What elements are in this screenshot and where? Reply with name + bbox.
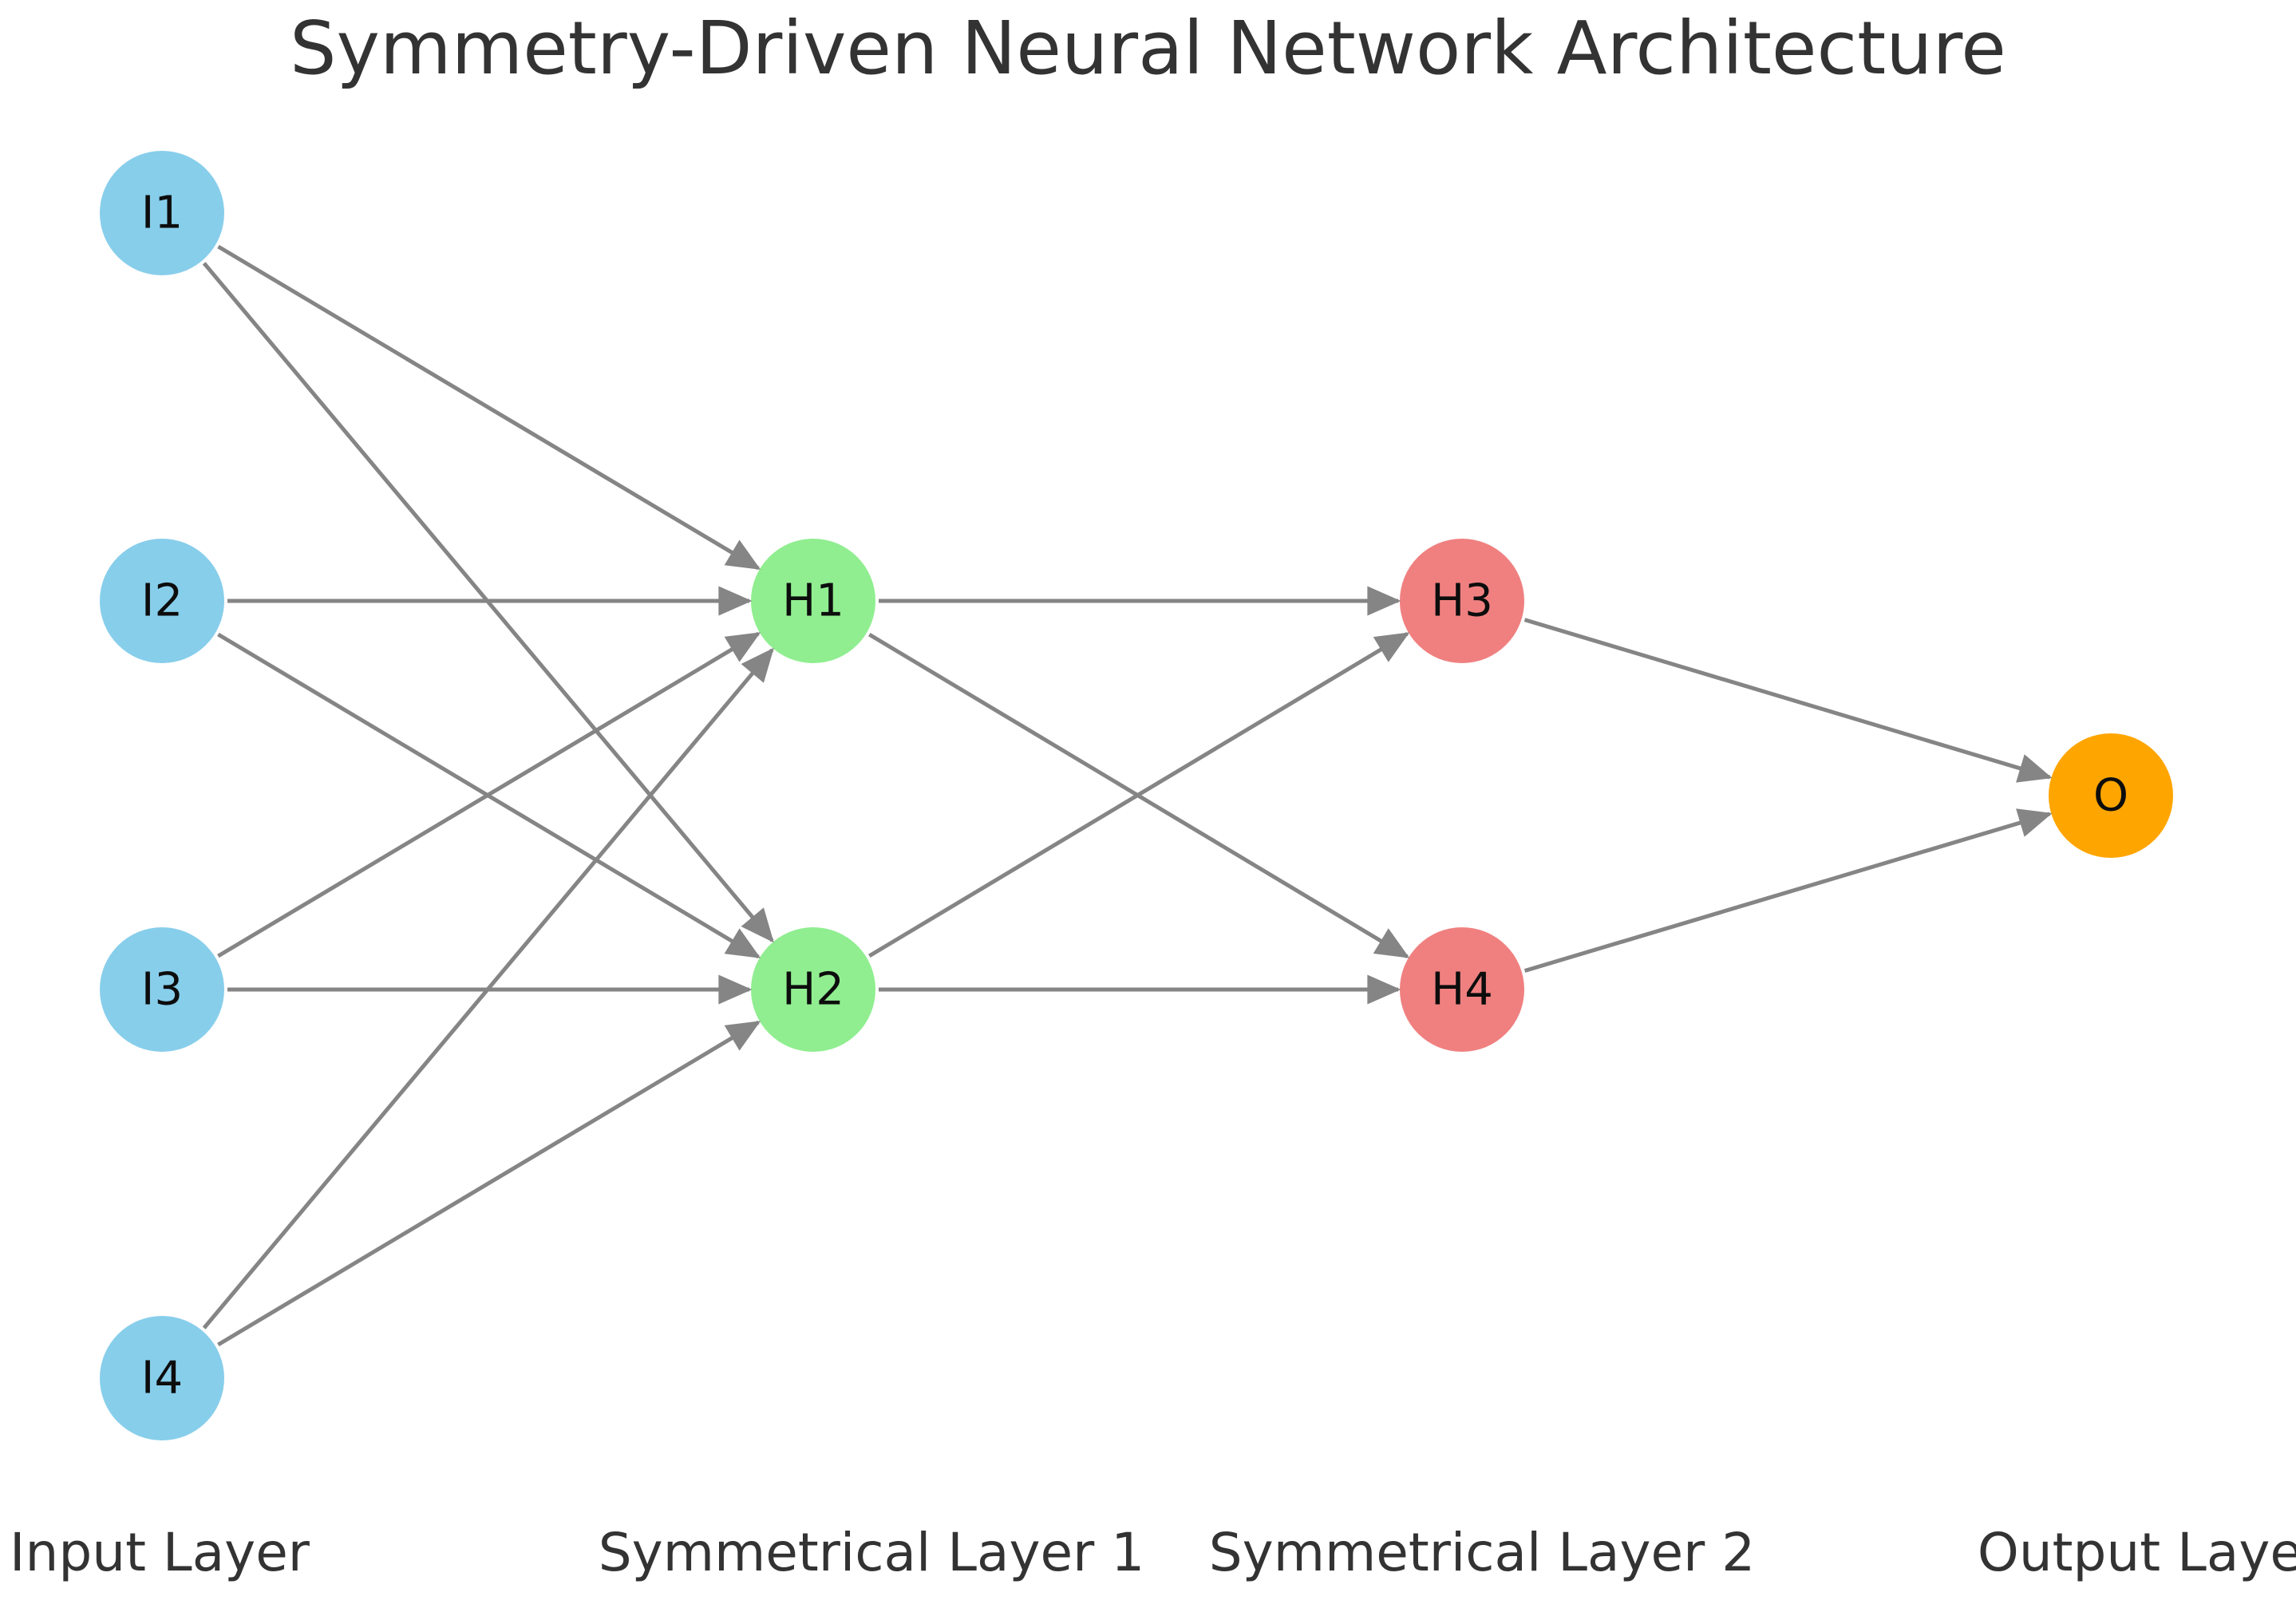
edge-H3-O [1523, 618, 2053, 783]
node-circle-I2 [100, 539, 224, 663]
node-label-H2: H2 [782, 964, 844, 1016]
node-circle-I3 [100, 927, 224, 1052]
node-label-H3: H3 [1431, 575, 1493, 627]
edge-I3-H1 [217, 631, 761, 958]
edge-I4-H2 [217, 1020, 761, 1347]
edge-I1-H1 [217, 244, 761, 571]
layer-label-symmetrical-1: Symmetrical Layer 1 [598, 1522, 1145, 1583]
node-label-I3: I3 [141, 964, 183, 1016]
node-label-O: O [2093, 770, 2128, 822]
diagram-title: Symmetry-Driven Neural Network Architect… [290, 6, 2006, 91]
layer-label-input: Input Layer [10, 1522, 310, 1583]
node-label-I2: I2 [141, 575, 183, 627]
node-circle-I4 [100, 1316, 224, 1440]
node-circle-I1 [100, 151, 224, 275]
node-circle-H1 [751, 539, 875, 663]
edge-H2-H3 [868, 631, 1410, 958]
node-circle-O [2049, 733, 2173, 858]
node-circle-H2 [751, 927, 875, 1052]
layer-label-output: Output Layer [1977, 1522, 2296, 1583]
edge-I4-H1 [202, 647, 774, 1329]
node-label-I4: I4 [141, 1353, 183, 1405]
edges-group [202, 244, 2053, 1347]
node-circle-H3 [1400, 539, 1524, 663]
node-label-H1: H1 [782, 575, 844, 627]
node-circle-H4 [1400, 927, 1524, 1052]
node-circles-group [100, 151, 2173, 1440]
node-label-H4: H4 [1431, 964, 1493, 1016]
node-label-I1: I1 [141, 188, 183, 239]
edge-H4-O [1523, 808, 2053, 973]
layer-label-symmetrical-2: Symmetrical Layer 2 [1208, 1522, 1756, 1583]
